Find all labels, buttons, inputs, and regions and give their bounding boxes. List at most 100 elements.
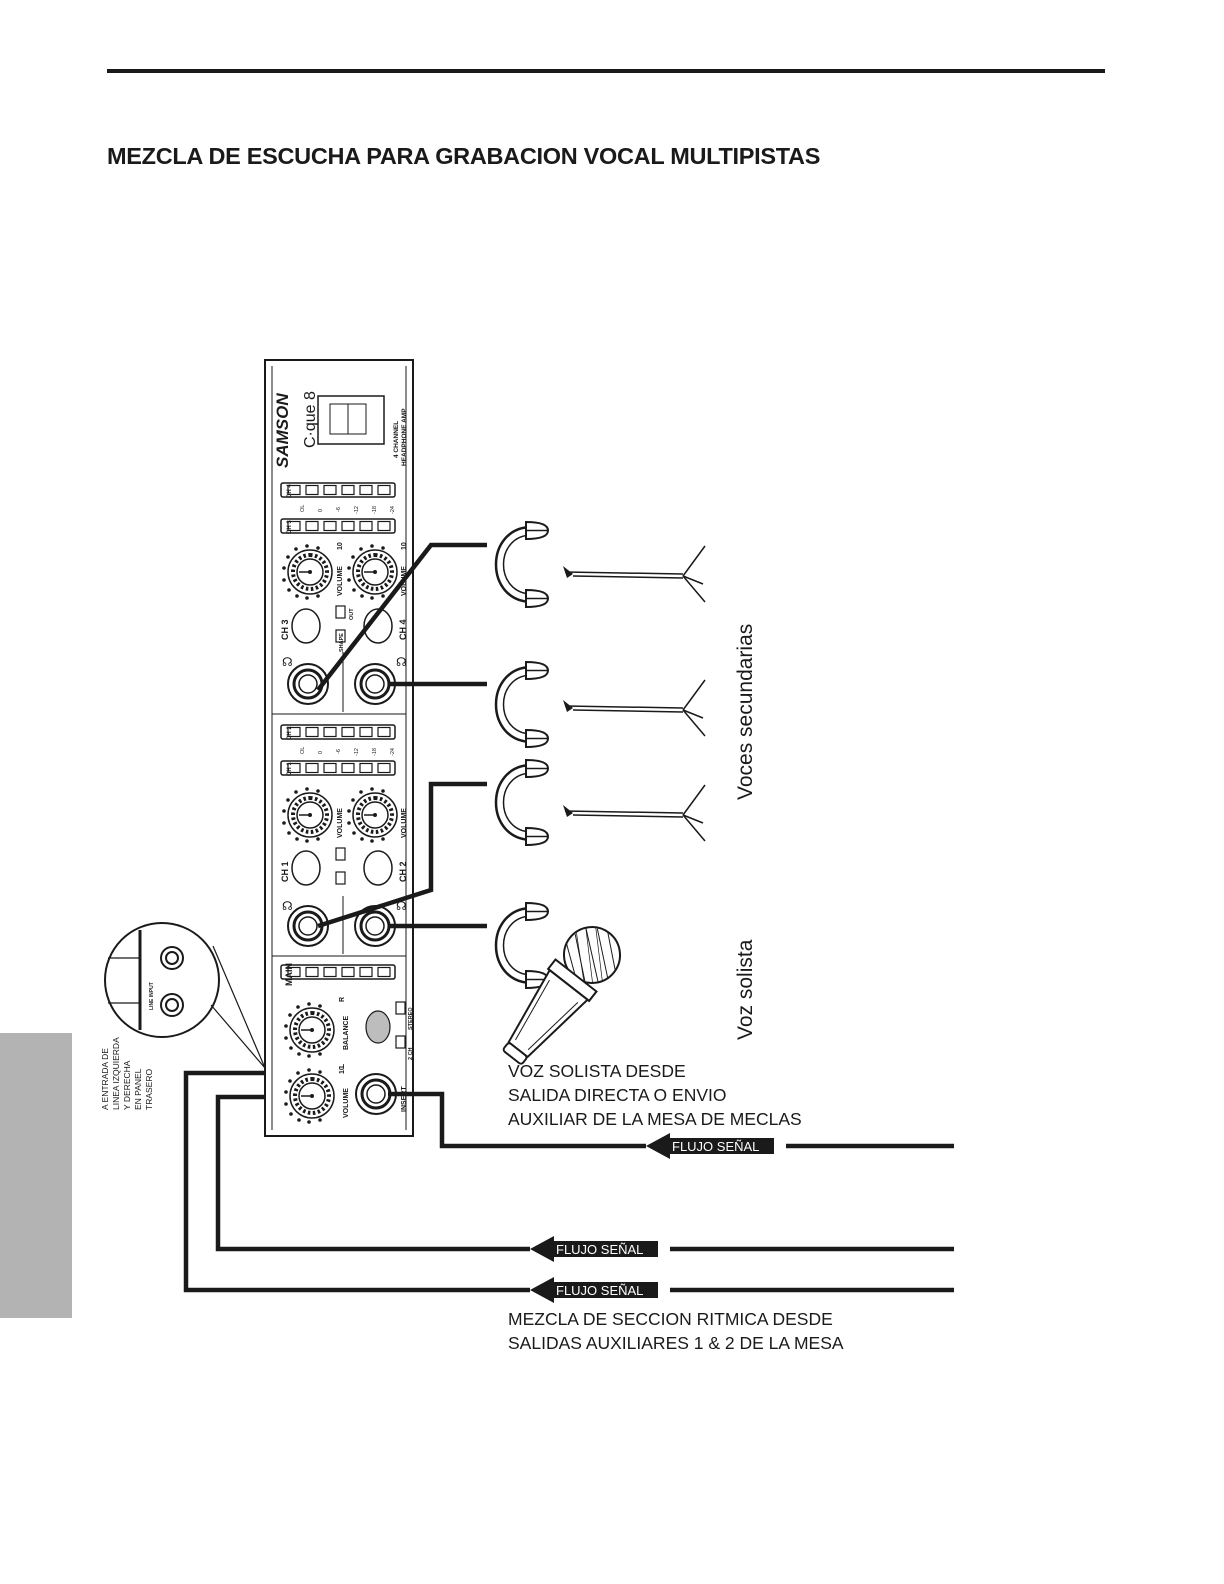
rear-caption-4: EN PANEL: [133, 1068, 143, 1110]
stereo-label: STEREO: [408, 1007, 414, 1030]
meter2-scale-6: -6: [336, 749, 342, 754]
rear-panel-inset: LINE INPUT: [104, 922, 266, 1069]
rhythm-source-line-1: MEZCLA DE SECCION RITMICA DESDE: [508, 1309, 833, 1329]
lead-vocal-label: Voz solista: [734, 939, 757, 1040]
meter2-scale-0: 0: [318, 751, 324, 754]
stand-mic-1-icon: [562, 545, 706, 603]
ch3-knob-max: 10: [337, 542, 344, 550]
flow-arrow-left: FLUJO SEÑAL: [530, 1277, 658, 1303]
ch1-shape-switch[interactable]: [335, 871, 346, 885]
flow-label-right: FLUJO SEÑAL: [556, 1242, 643, 1257]
cable-ch1: [317, 781, 487, 929]
meter-ch2: [280, 724, 396, 740]
lead-source-line-1: VOZ SOLISTA DESDE: [508, 1061, 686, 1081]
svg-text:☊: ☊: [282, 899, 293, 913]
ch1-shape-button[interactable]: [291, 850, 321, 886]
rhythm-source-line-2: SALIDAS AUXILIARES 1 & 2 DE LA MESA: [508, 1333, 844, 1353]
handheld-mic-icon: [502, 926, 621, 1065]
meter-ch3: [280, 518, 396, 534]
meter-label-ch1: CH 1: [287, 762, 293, 776]
ch3-shape-button[interactable]: [291, 608, 321, 644]
headphones-1-icon: [494, 520, 550, 609]
meter-scale-18: -18: [372, 506, 378, 514]
ch1-label: CH 1: [280, 861, 290, 882]
ch3-out-switch[interactable]: [335, 605, 346, 619]
stand-mic-2-icon: [562, 679, 706, 737]
svg-text:☊: ☊: [396, 655, 407, 669]
rear-caption-5: TRASERO: [144, 1069, 154, 1110]
svg-text:☊: ☊: [396, 899, 407, 913]
lead-source-line-3: AUXILIAR DE LA MESA DE MECLAS: [508, 1109, 802, 1129]
main-knob-max: 10: [339, 1066, 346, 1074]
meter-ch1: [280, 760, 396, 776]
headphones-3-icon: [494, 758, 550, 847]
meter-scale-0: 0: [318, 509, 324, 512]
two-ch-label: 2 CH: [408, 1047, 414, 1060]
ch4-label: CH 4: [398, 619, 408, 640]
meter-scale-24: -24: [390, 506, 396, 514]
insert-label: INSERT: [401, 1086, 408, 1112]
ch3-shape-switch[interactable]: [335, 629, 346, 643]
meter-scale-6: -6: [336, 507, 342, 512]
page-title: MEZCLA DE ESCUCHA PARA GRABACION VOCAL M…: [107, 143, 821, 169]
meter-label-ch3: CH 3: [287, 520, 293, 534]
backing-vocals-label: Voces secundarias: [734, 624, 757, 800]
flow-arrow-insert: FLUJO SEÑAL: [646, 1133, 774, 1159]
cable-ch3: [316, 542, 487, 692]
ch1-volume-label: VOLUME: [337, 808, 344, 838]
meter2-scale-ol: OL: [300, 747, 306, 754]
ch2-volume-label: VOLUME: [401, 808, 408, 838]
device-subtitle-2: HEADPHONE AMP: [401, 408, 408, 466]
rear-inset-caption: A ENTRADA DE LINEA IZQUIERDA Y DERECHA E…: [100, 1037, 154, 1110]
headphone-amp-faceplate: SAMSON C·que 8 4 CHANNEL HEADPHONE AMP C…: [264, 359, 414, 1137]
two-ch-switch[interactable]: [395, 1035, 406, 1049]
meter-scale-ol: OL: [300, 505, 306, 512]
balance-l-label: L: [339, 1063, 346, 1068]
cable-insert: [388, 1091, 646, 1149]
device-subtitle-1: 4 CHANNEL: [393, 421, 400, 458]
ch2-shape-button[interactable]: [363, 850, 393, 886]
meter-label-ch4: CH 4: [287, 484, 293, 498]
balance-r-label: R: [339, 997, 346, 1002]
flow-arrow-right: FLUJO SEÑAL: [530, 1236, 658, 1262]
meter2-scale-12: -12: [354, 748, 360, 756]
rear-line-input-right[interactable]: [160, 946, 184, 970]
lead-source-line-2: SALIDA DIRECTA O ENVIO: [508, 1085, 727, 1105]
svg-text:☊: ☊: [282, 655, 293, 669]
ch4-shape-button[interactable]: [363, 608, 393, 644]
flow-label-left: FLUJO SEÑAL: [556, 1283, 643, 1298]
meter-main: [280, 964, 396, 980]
meter2-scale-18: -18: [372, 748, 378, 756]
device-model: C·que 8: [302, 391, 319, 448]
main-label: MAIN: [284, 963, 294, 986]
meter-ch4: [280, 482, 396, 498]
rear-caption-3: Y DERECHA: [122, 1060, 132, 1110]
device-brand: SAMSON: [273, 393, 292, 468]
ch4-knob-max: 10: [401, 542, 408, 550]
stand-mic-3-icon: [562, 784, 706, 842]
main-volume-label: VOLUME: [343, 1088, 350, 1118]
ch3-out-label: OUT: [349, 608, 355, 620]
balance-label: BALANCE: [343, 1015, 350, 1050]
rear-caption-1: A ENTRADA DE: [100, 1048, 110, 1110]
main-power-led: [365, 1010, 391, 1044]
cable-line-left: [183, 1070, 530, 1293]
ch3-label: CH 3: [280, 619, 290, 640]
meter2-scale-24: -24: [390, 748, 396, 756]
cables: [183, 542, 954, 1293]
ch1-out-switch[interactable]: [335, 847, 346, 861]
ch2-label: CH 2: [398, 861, 408, 882]
flow-label-insert: FLUJO SEÑAL: [672, 1139, 759, 1154]
rear-caption-2: LINEA IZQUIERDA: [111, 1037, 121, 1110]
ch3-volume-label: VOLUME: [337, 566, 344, 596]
rear-line-input-left[interactable]: [160, 993, 184, 1017]
side-tab: [0, 1033, 72, 1318]
headphones-2-icon: [494, 660, 550, 749]
headphones-4-icon: [494, 901, 550, 990]
ch3-shape-label: SHAPE: [339, 633, 345, 652]
top-rule: [107, 69, 1105, 73]
cable-line-right: [215, 1094, 530, 1252]
stereo-switch[interactable]: [395, 1001, 406, 1015]
rear-line-input-label: LINE INPUT: [149, 982, 155, 1010]
